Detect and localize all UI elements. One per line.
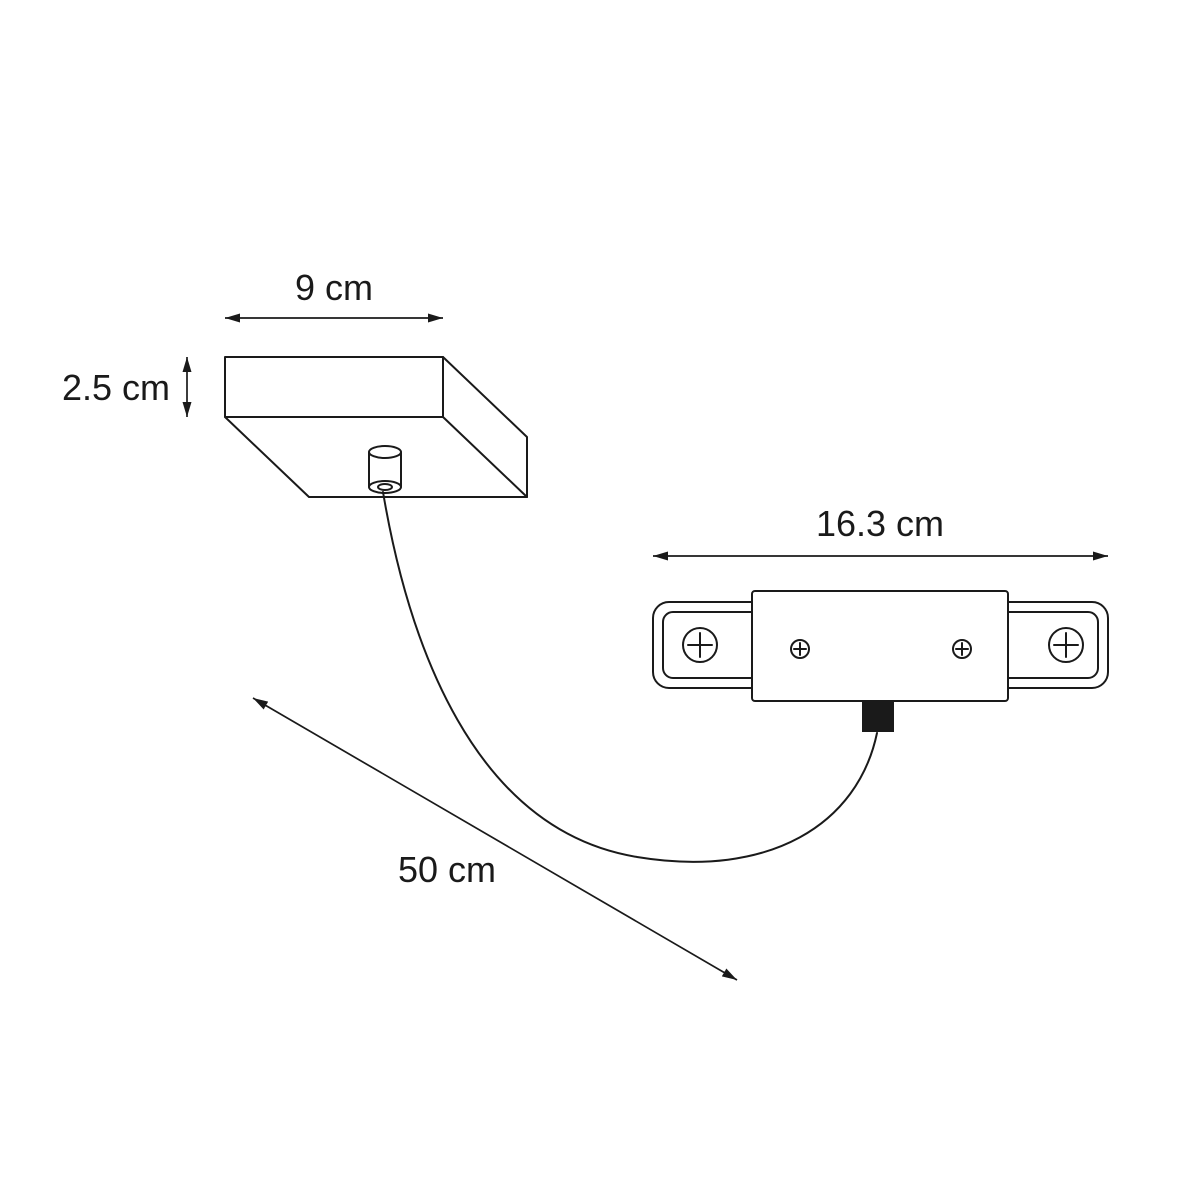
screw-housing-right [952,639,972,659]
dim-cable-length: 50 cm [252,697,738,981]
screw-left-end [682,627,718,663]
cable-entry-block [862,701,894,732]
gland-exit-hole [377,483,393,491]
track-connector [652,590,1109,732]
gland-top [368,445,402,459]
connector-length-label: 16.3 cm [816,503,944,544]
ceiling-canopy [224,356,528,498]
cable-length-label: 50 cm [398,849,496,890]
cable-gland [368,445,402,494]
canopy-width-label: 9 cm [295,267,373,308]
screw-right-end [1048,627,1084,663]
dim-connector-length: 16.3 cm [653,503,1108,561]
canopy-bottom-right-edge [442,416,528,498]
dim-canopy-width: 9 cm [225,267,443,323]
screw-housing-left [790,639,810,659]
canopy-outline [224,356,528,498]
gland-bottom [368,480,402,494]
dim-cable-length-arrow [252,697,738,981]
canopy-height-label: 2.5 cm [62,367,170,408]
dim-canopy-height: 2.5 cm [62,357,192,417]
